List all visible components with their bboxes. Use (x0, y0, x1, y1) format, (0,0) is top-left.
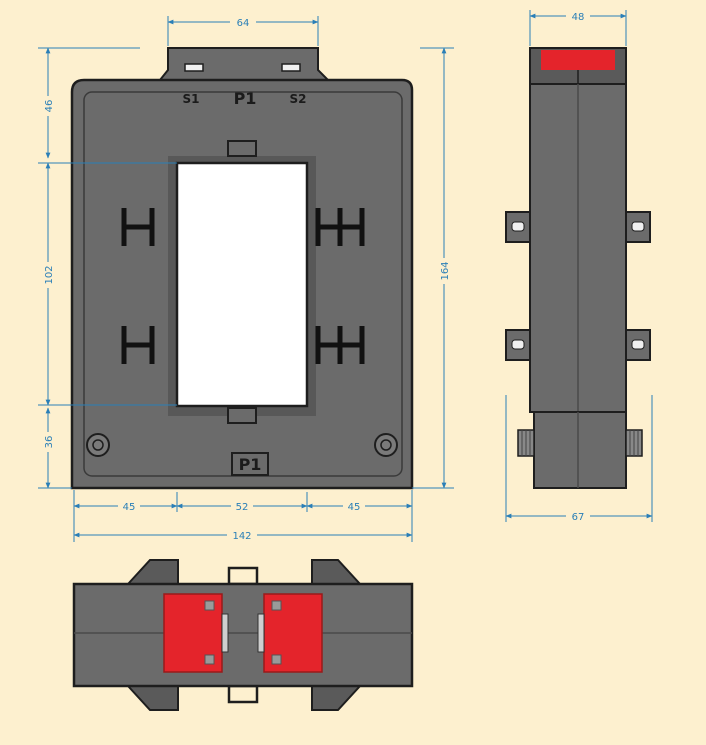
mounting-bracket-right-bottom (315, 326, 365, 364)
dim-total-width: 142 (232, 531, 251, 542)
s1-screw-slot (184, 63, 204, 72)
dim-window-width: 52 (236, 502, 249, 513)
p1-label-box (231, 452, 269, 476)
mounting-bracket-left-top (121, 208, 155, 246)
dim-side-width: 48 (572, 12, 585, 23)
screw-icon (86, 433, 110, 457)
terminal-p1-top-label: P1 (234, 89, 257, 108)
terminal-p1-bottom-label: P1 (239, 455, 262, 474)
terminal-s1-label: S1 (183, 92, 200, 106)
window-bottom-clip (227, 407, 257, 424)
side-lower-block (533, 411, 627, 489)
dim-top-height: 46 (44, 100, 55, 113)
top-view-body (72, 582, 414, 688)
top-view-clip-top (227, 566, 259, 586)
dim-right-margin: 45 (348, 502, 361, 513)
conductor-window (175, 161, 309, 408)
mounting-foot-right-bottom (311, 685, 363, 711)
dim-total-height: 164 (440, 261, 451, 280)
dim-window-height: 102 (44, 265, 55, 284)
dim-bottom-height: 36 (44, 436, 55, 449)
side-view (505, 47, 651, 489)
mounting-bracket-left-bottom (121, 326, 155, 364)
dim-top-width: 64 (237, 18, 250, 29)
dim-side-depth: 67 (572, 512, 585, 523)
front-view: S1 P1 S2 P1 (70, 47, 414, 490)
mounting-bracket-right-top (315, 208, 365, 246)
top-view (72, 559, 414, 711)
mounting-foot-left-top (125, 559, 179, 585)
side-ear-right-top (625, 211, 651, 243)
dimension-labels: 64 46 102 36 164 45 52 45 142 48 67 (41, 9, 590, 542)
terminal-s2-label: S2 (290, 92, 307, 106)
window-top-clip (227, 140, 257, 157)
mounting-foot-left-bottom (125, 685, 179, 711)
screw-icon (374, 433, 398, 457)
s2-screw-slot (281, 63, 301, 72)
top-view-clip-bottom (227, 684, 259, 704)
dim-left-margin: 45 (123, 502, 136, 513)
side-red-terminal (541, 50, 615, 70)
mounting-foot-right-top (311, 559, 363, 585)
